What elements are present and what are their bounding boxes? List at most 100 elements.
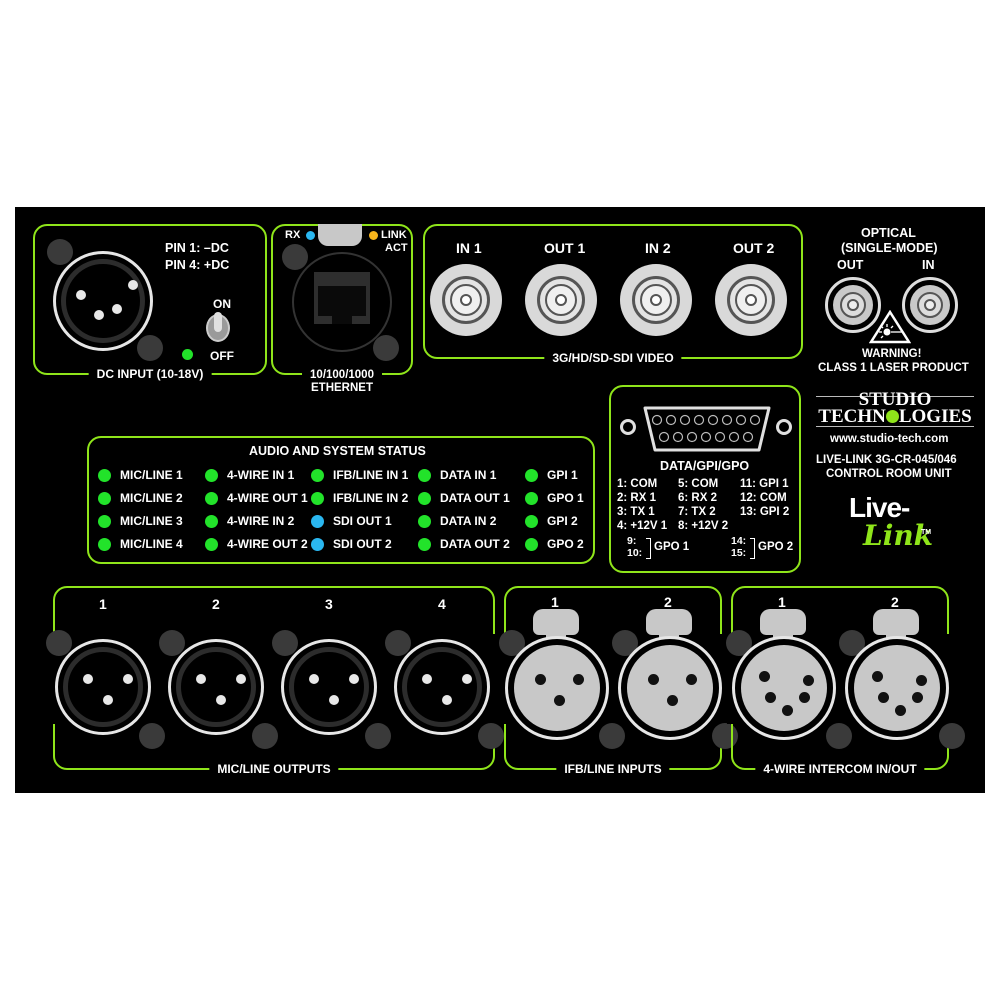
dc-pin1-label: PIN 1: –DC (165, 241, 229, 255)
optical-title: OPTICAL (861, 226, 916, 240)
live-link-logo-word1: Live- (849, 492, 910, 523)
ifb-in2-release-latch[interactable] (646, 609, 692, 643)
mic-line-gap-left (49, 634, 59, 724)
optical-out-label: OUT (837, 258, 864, 272)
db15-mount-hole-right (776, 419, 792, 435)
mic-out1-number: 1 (99, 596, 107, 612)
gpo1-bracket (646, 538, 651, 559)
ethernet-group: 10/100/1000 ETHERNET (271, 224, 413, 395)
dc-input-xlr4-connector[interactable] (53, 251, 153, 351)
sdi-out1-bnc-connector[interactable] (525, 264, 597, 336)
data-gpio-title: DATA/GPI/GPO (660, 459, 750, 473)
screw-icon (478, 723, 504, 749)
optical-out-connector[interactable] (825, 277, 881, 333)
status-led-mic-line-2: MIC/LINE 2 (98, 491, 183, 505)
status-led-mic-line-4: MIC/LINE 4 (98, 537, 183, 551)
power-toggle-switch[interactable] (206, 312, 230, 342)
mic-line-output-1-xlr[interactable] (55, 639, 151, 735)
logo-line2b: LOGIES (898, 406, 972, 427)
screw-icon (47, 239, 73, 265)
status-led-gpi-1: GPI 1 (525, 468, 578, 482)
act-label: ACT (385, 242, 408, 254)
status-led-4wire-in-2: 4-WIRE IN 2 (205, 514, 294, 528)
ethercon-latch[interactable] (318, 224, 362, 246)
status-title: AUDIO AND SYSTEM STATUS (249, 444, 426, 458)
screw-icon (373, 335, 399, 361)
screw-icon (599, 723, 625, 749)
status-led-sdi-out-2: SDI OUT 2 (311, 537, 392, 551)
ifb-line-input-2-xlr[interactable] (618, 636, 722, 740)
dc-pin4-label: PIN 4: +DC (165, 258, 230, 272)
led-icon (525, 468, 538, 482)
ethernet-label-line2: ETHERNET (311, 382, 373, 394)
intercom1-release-latch[interactable] (760, 609, 806, 643)
rx-led (306, 231, 315, 240)
sdi-video-label: 3G/HD/SD-SDI VIDEO (544, 350, 682, 366)
status-led-data-in-1: DATA IN 1 (418, 468, 496, 482)
screw-icon (272, 630, 298, 656)
screw-icon (252, 723, 278, 749)
sdi-in2-label: IN 2 (645, 240, 671, 256)
led-icon (205, 468, 218, 482)
switch-off-label: OFF (210, 349, 234, 363)
status-led-4wire-in-1: 4-WIRE IN 1 (205, 468, 294, 482)
gpo1-label: GPO 1 (654, 541, 690, 553)
sdi-in2-bnc-connector[interactable] (620, 264, 692, 336)
link-label: LINK (381, 229, 407, 241)
ifb-in1-number: 1 (551, 594, 559, 610)
sdi-out2-bnc-connector[interactable] (715, 264, 787, 336)
intercom-1-xlr5[interactable] (732, 636, 836, 740)
data-gpio-group (609, 385, 801, 573)
rx-label: RX (285, 229, 301, 241)
status-led-data-in-2: DATA IN 2 (418, 514, 496, 528)
led-icon (418, 537, 431, 551)
led-icon (98, 491, 111, 505)
screw-icon (139, 723, 165, 749)
intercom2-release-latch[interactable] (873, 609, 919, 643)
screw-icon (385, 630, 411, 656)
intercom-2-xlr5[interactable] (845, 636, 949, 740)
screw-icon (137, 335, 163, 361)
screw-icon (712, 723, 738, 749)
led-icon (311, 537, 324, 551)
mic-line-output-4-xlr[interactable] (394, 639, 490, 735)
status-led-gpi-2: GPI 2 (525, 514, 578, 528)
screw-icon (46, 630, 72, 656)
intercom-label: 4-WIRE INTERCOM IN/OUT (755, 761, 925, 777)
screw-icon (939, 723, 965, 749)
laser-warning-line2: CLASS 1 LASER PRODUCT (818, 362, 969, 374)
led-icon (311, 514, 324, 528)
optical-in-connector[interactable] (902, 277, 958, 333)
status-led-data-out-2: DATA OUT 2 (418, 537, 510, 551)
screw-icon (282, 244, 308, 270)
led-icon (98, 468, 111, 482)
mic-out3-number: 3 (325, 596, 333, 612)
status-led-ifb-line-in-1: IFB/LINE IN 1 (311, 468, 408, 482)
led-icon (525, 491, 538, 505)
ifb-in1-release-latch[interactable] (533, 609, 579, 643)
status-led-gpo-2: GPO 2 (525, 537, 584, 551)
status-led-data-out-1: DATA OUT 1 (418, 491, 510, 505)
ifb-line-input-1-xlr[interactable] (505, 636, 609, 740)
mic-line-output-3-xlr[interactable] (281, 639, 377, 735)
intercom1-number: 1 (778, 594, 786, 610)
optical-subtitle: (SINGLE-MODE) (841, 241, 938, 255)
logo-line1: STUDIO (858, 389, 932, 410)
gpo2-bracket (750, 538, 755, 559)
db15-connector[interactable] (641, 405, 773, 453)
mic-line-output-2-xlr[interactable] (168, 639, 264, 735)
mic-out4-number: 4 (438, 596, 446, 612)
led-icon (205, 514, 218, 528)
status-led-ifb-line-in-2: IFB/LINE IN 2 (311, 491, 408, 505)
sdi-in1-bnc-connector[interactable] (430, 264, 502, 336)
status-group (87, 436, 595, 564)
intercom2-number: 2 (891, 594, 899, 610)
logo-globe-icon (885, 410, 899, 423)
status-led-gpo-1: GPO 1 (525, 491, 584, 505)
status-led-mic-line-1: MIC/LINE 1 (98, 468, 183, 482)
rj45-ethernet-port[interactable] (292, 252, 392, 352)
status-led-mic-line-3: MIC/LINE 3 (98, 514, 183, 528)
